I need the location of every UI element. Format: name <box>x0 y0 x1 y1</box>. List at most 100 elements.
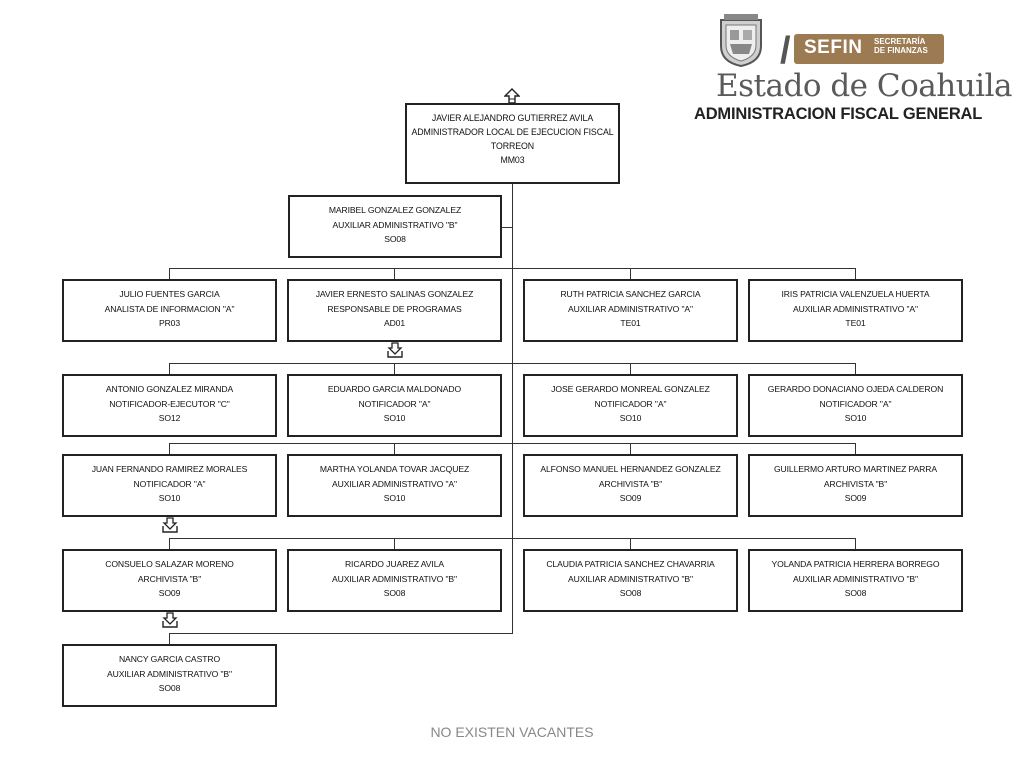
employee-name: YOLANDA PATRICIA HERRERA BORREGO <box>771 559 940 569</box>
row4-connector <box>169 538 856 540</box>
employee-code: SO08 <box>619 588 642 598</box>
employee-name: GUILLERMO ARTURO MARTINEZ PARRA <box>773 464 938 474</box>
row3-drop-3 <box>630 443 632 455</box>
employee-name: JUAN FERNANDO RAMIREZ MORALES <box>91 464 248 474</box>
employee-position: AUXILIAR ADMINISTRATIVO "B" <box>567 573 693 584</box>
employee-name: GERARDO DONACIANO OJEDA CALDERON <box>767 384 944 394</box>
sefin-subtitle: SECRETARÍA DE FINANZAS <box>874 37 928 55</box>
employee-position: NOTIFICADOR-EJECUTOR "C" <box>109 398 230 409</box>
employee-code: SO08 <box>844 588 867 598</box>
employee-box: CLAUDIA PATRICIA SANCHEZ CHAVARRIA AUXIL… <box>523 549 738 612</box>
employee-position: AUXILIAR ADMINISTRATIVO "B" <box>106 668 232 679</box>
head-position: ADMINISTRADOR LOCAL DE EJECUCION FISCAL <box>411 127 614 137</box>
employee-name: JAVIER ERNESTO SALINAS GONZALEZ <box>315 289 474 299</box>
row3-drop-2 <box>394 443 396 455</box>
row2-connector <box>169 363 856 365</box>
row1-connector <box>169 268 856 270</box>
employee-box: ANTONIO GONZALEZ MIRANDA NOTIFICADOR-EJE… <box>62 374 277 437</box>
employee-name: JOSE GERARDO MONREAL GONZALEZ <box>551 384 710 394</box>
row2-drop-2 <box>394 363 396 375</box>
employee-code: TE01 <box>620 318 641 328</box>
employee-box: YOLANDA PATRICIA HERRERA BORREGO AUXILIA… <box>748 549 963 612</box>
employee-position: NOTIFICADOR "A" <box>819 398 892 409</box>
employee-box: GERARDO DONACIANO OJEDA CALDERON NOTIFIC… <box>748 374 963 437</box>
row2-drop-1 <box>169 363 171 375</box>
employee-code: SO09 <box>844 493 867 503</box>
employee-box: CONSUELO SALAZAR MORENO ARCHIVISTA "B" S… <box>62 549 277 612</box>
row4-drop-3 <box>630 538 632 550</box>
employee-box: MARTHA YOLANDA TOVAR JACQUEZ AUXILIAR AD… <box>287 454 502 517</box>
agency-subtitle: ADMINISTRACION FISCAL GENERAL <box>694 105 983 123</box>
down-tray-icon[interactable] <box>387 342 403 358</box>
employee-position: ANALISTA DE INFORMACION "A" <box>104 303 235 314</box>
row2-drop-4 <box>855 363 857 375</box>
logo-slash: / <box>780 30 791 72</box>
employee-name: CLAUDIA PATRICIA SANCHEZ CHAVARRIA <box>546 559 715 569</box>
employee-position: AUXILIAR ADMINISTRATIVO "A" <box>567 303 693 314</box>
row3-drop-1 <box>169 443 171 455</box>
employee-name: IRIS PATRICIA VALENZUELA HUERTA <box>781 289 930 299</box>
employee-position: NOTIFICADOR "A" <box>358 398 431 409</box>
row3-connector <box>169 443 856 445</box>
coat-of-arms-icon <box>720 14 762 68</box>
employee-name: ANTONIO GONZALEZ MIRANDA <box>105 384 234 394</box>
employee-position: ARCHIVISTA "B" <box>137 573 202 584</box>
employee-code: TE01 <box>845 318 866 328</box>
row1-drop-3 <box>630 268 632 280</box>
sefin-badge: SEFIN <box>794 34 944 64</box>
employee-name: RUTH PATRICIA SANCHEZ GARCIA <box>560 289 701 299</box>
employee-name: MARTHA YOLANDA TOVAR JACQUEZ <box>319 464 470 474</box>
employee-position: ARCHIVISTA "B" <box>598 478 663 489</box>
employee-box: ALFONSO MANUEL HERNANDEZ GONZALEZ ARCHIV… <box>523 454 738 517</box>
employee-box: JUAN FERNANDO RAMIREZ MORALES NOTIFICADO… <box>62 454 277 517</box>
employee-position: NOTIFICADOR "A" <box>594 398 667 409</box>
employee-position: RESPONSABLE DE PROGRAMAS <box>327 303 462 314</box>
employee-box: RUTH PATRICIA SANCHEZ GARCIA AUXILIAR AD… <box>523 279 738 342</box>
employee-box: RICARDO JUAREZ AVILA AUXILIAR ADMINISTRA… <box>287 549 502 612</box>
employee-box: IRIS PATRICIA VALENZUELA HUERTA AUXILIAR… <box>748 279 963 342</box>
employee-code: SO10 <box>619 413 642 423</box>
employee-code: SO08 <box>383 588 406 598</box>
employee-name: MARIBEL GONZALEZ GONZALEZ <box>328 205 462 215</box>
header-logo: / SEFIN SECRETARÍA DE FINANZAS Estado de… <box>690 8 1013 130</box>
employee-position: NOTIFICADOR "A" <box>133 478 206 489</box>
employee-position: AUXILIAR ADMINISTRATIVO "B" <box>332 219 458 230</box>
employee-position: AUXILIAR ADMINISTRATIVO "A" <box>331 478 457 489</box>
estado-title: Estado de Coahuila <box>716 68 1013 104</box>
row4-drop-1 <box>169 538 171 550</box>
head-code: MM03 <box>500 155 525 165</box>
row1-drop-4 <box>855 268 857 280</box>
employee-box: JOSE GERARDO MONREAL GONZALEZ NOTIFICADO… <box>523 374 738 437</box>
employee-box: EDUARDO GARCIA MALDONADO NOTIFICADOR "A"… <box>287 374 502 437</box>
employee-name: ALFONSO MANUEL HERNANDEZ GONZALEZ <box>540 464 721 474</box>
employee-code: SO10 <box>158 493 181 503</box>
employee-code: SO09 <box>619 493 642 503</box>
up-home-arrow-icon[interactable] <box>504 88 520 104</box>
sefin-sub-line-1: SECRETARÍA <box>874 37 926 46</box>
employee-box: JAVIER ERNESTO SALINAS GONZALEZ RESPONSA… <box>287 279 502 342</box>
row3-drop-4 <box>855 443 857 455</box>
row5-connector <box>169 633 513 635</box>
employee-name: JULIO FUENTES GARCIA <box>119 289 220 299</box>
assistant-box: MARIBEL GONZALEZ GONZALEZ AUXILIAR ADMIN… <box>288 195 502 258</box>
down-tray-icon[interactable] <box>162 517 178 533</box>
employee-code: SO09 <box>158 588 181 598</box>
head-name: JAVIER ALEJANDRO GUTIERREZ AVILA <box>431 113 594 123</box>
employee-position: ARCHIVISTA "B" <box>823 478 888 489</box>
trunk-line <box>512 184 514 634</box>
employee-code: SO10 <box>383 493 406 503</box>
employee-code: SO10 <box>844 413 867 423</box>
employee-position: AUXILIAR ADMINISTRATIVO "B" <box>792 573 918 584</box>
row1-drop-2 <box>394 268 396 280</box>
employee-name: EDUARDO GARCIA MALDONADO <box>327 384 462 394</box>
sefin-text: SEFIN <box>804 37 863 58</box>
employee-name: NANCY GARCIA CASTRO <box>118 654 221 664</box>
down-tray-icon[interactable] <box>162 612 178 628</box>
vacancies-note: NO EXISTEN VACANTES <box>430 724 594 740</box>
row4-drop-2 <box>394 538 396 550</box>
row1-drop-1 <box>169 268 171 280</box>
sefin-sub-line-2: DE FINANZAS <box>874 46 928 55</box>
employee-box: NANCY GARCIA CASTRO AUXILIAR ADMINISTRAT… <box>62 644 277 707</box>
row5-drop-1 <box>169 633 171 645</box>
employee-box: GUILLERMO ARTURO MARTINEZ PARRA ARCHIVIS… <box>748 454 963 517</box>
